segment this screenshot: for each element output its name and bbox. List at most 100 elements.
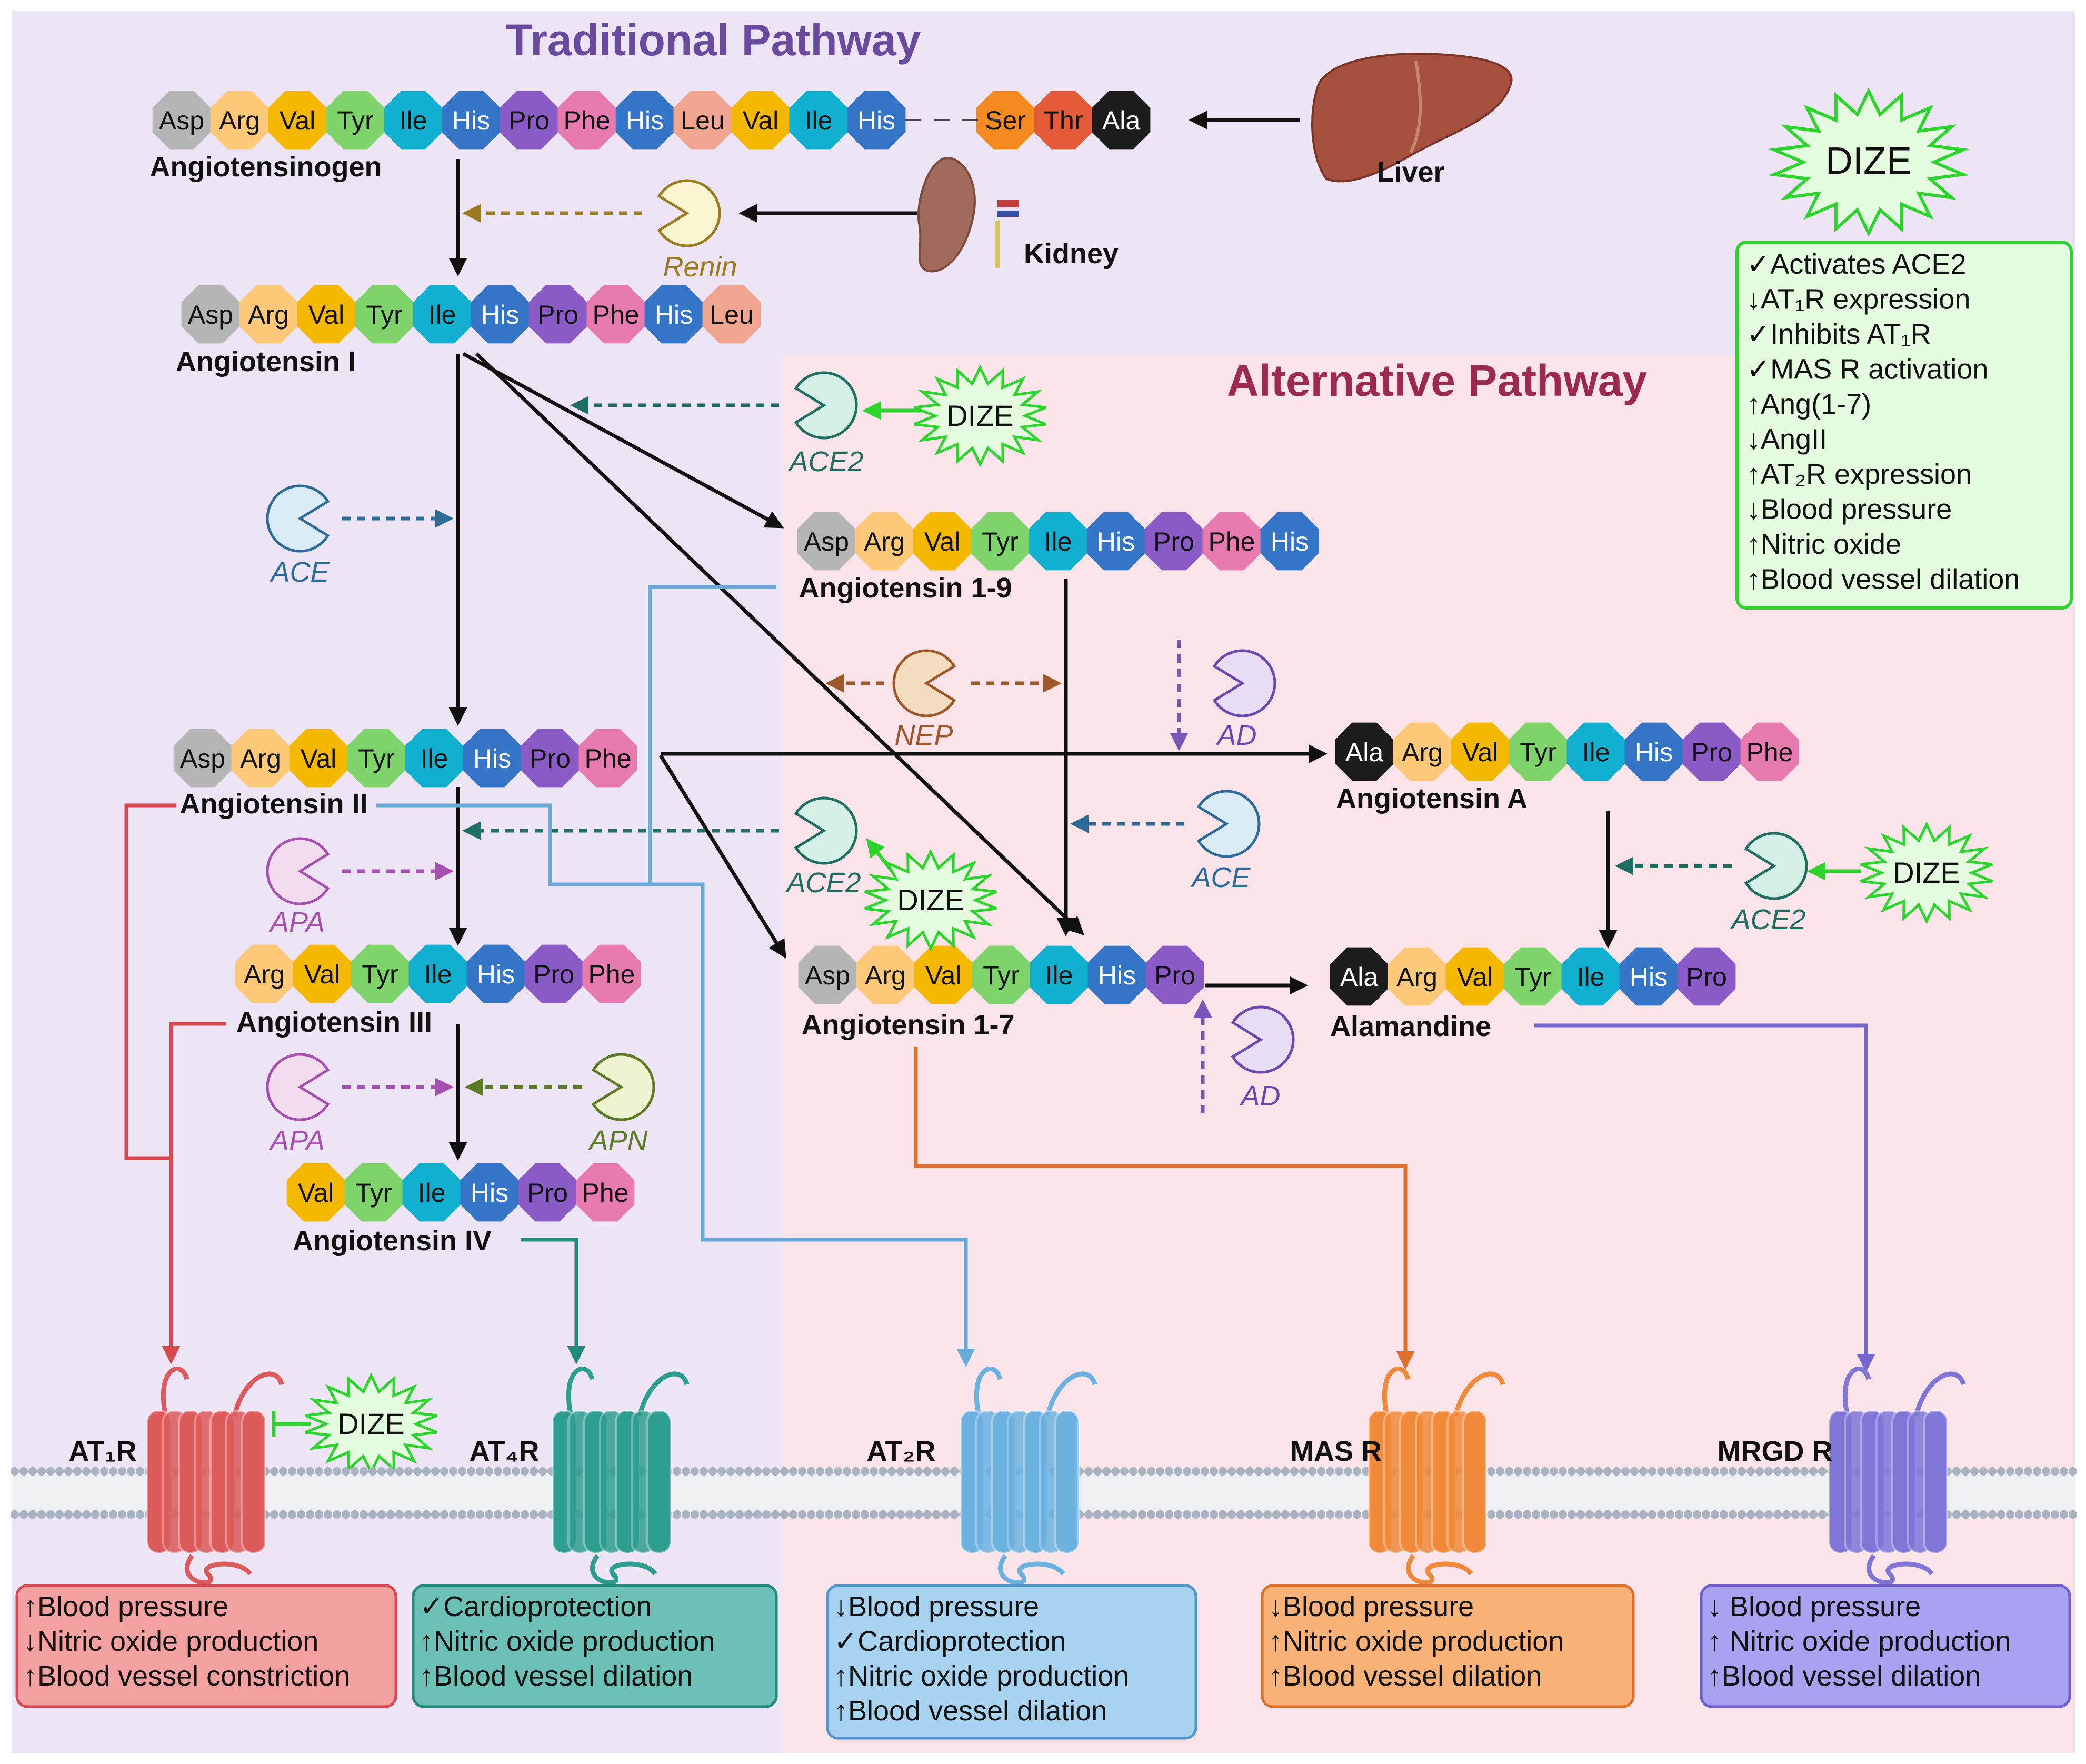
residue-val: Val (289, 729, 348, 788)
residue-label: Thr (1044, 106, 1083, 135)
enzyme-label: ACE2 (785, 867, 861, 899)
enzyme-ace2b-icon: ACE2 (785, 796, 861, 899)
residue-label: Asp (804, 527, 849, 556)
residue-label: Tyr (1520, 738, 1556, 767)
residue-label: Phe (582, 1178, 629, 1208)
dize-effect-item: ✓Inhibits AT₁R (1746, 318, 1931, 350)
alamandine-to-mrgdr-line (1534, 1023, 1875, 1372)
residue-label: Ile (1577, 962, 1605, 992)
ang2-to-at1r-line (124, 803, 181, 1364)
dize-effects-box (1735, 241, 2073, 610)
residue-label: Phe (1746, 738, 1793, 767)
effect-item: ↑Blood vessel constriction (23, 1660, 350, 1692)
residue-label: Ala (1102, 106, 1140, 135)
residue-his: His (1260, 512, 1319, 571)
residue-label: Val (308, 300, 345, 330)
residue-label: Ile (424, 960, 452, 989)
ang2-to-at2r-line (376, 803, 975, 1367)
residue-arg: Arg (856, 945, 915, 1004)
receptor-label: MRGD R (1718, 1436, 1833, 1467)
residue-pro: Pro (518, 1163, 577, 1222)
residue-phe: Phe (1740, 722, 1799, 781)
residue-label: His (471, 1178, 508, 1208)
residue-val: Val (1445, 947, 1504, 1006)
dize-effect-item: ↑Blood vessel dilation (1746, 564, 2020, 595)
residue-label: Ile (418, 1178, 446, 1208)
residue-label: His (1098, 961, 1136, 990)
residue-label: Ile (1044, 527, 1072, 556)
traditional-pathway-title: Traditional Pathway (506, 15, 921, 65)
residue-leu: Leu (673, 91, 732, 150)
receptor-at2r: AT₂R (867, 1367, 1097, 1585)
residue-label: Arg (1396, 962, 1438, 992)
effect-item: ✓Cardioprotection (834, 1626, 1066, 1657)
residue-label: His (1271, 527, 1309, 556)
residue-label: Tyr (983, 961, 1019, 990)
residue-arg: Arg (235, 944, 294, 1003)
residue-label: Arg (248, 300, 289, 330)
residue-label: Leu (710, 300, 753, 330)
residue-ile: Ile (408, 944, 467, 1003)
residue-label: His (473, 744, 511, 773)
residue-label: Pro (1153, 527, 1194, 556)
residue-pro: Pro (524, 944, 583, 1003)
dize-effect-item: ↓AT₁R expression (1746, 284, 1970, 315)
effect-item: ↑Blood vessel dilation (1269, 1660, 1542, 1692)
residue-label: Pro (1691, 738, 1732, 767)
residue-val: Val (297, 285, 356, 344)
residue-tyr: Tyr (344, 1163, 403, 1222)
residue-label: Arg (219, 106, 260, 135)
residue-arg: Arg (1393, 722, 1452, 781)
peptide-name-ang3: Angiotensin III (236, 1006, 432, 1038)
residue-label: Pro (533, 960, 574, 989)
peptide-name-alam: Alamandine (1330, 1011, 1491, 1042)
enzyme-ad1-icon: AD (1212, 649, 1276, 751)
residue-label: Pro (508, 106, 550, 135)
residue-ile: Ile (413, 285, 472, 344)
residue-label: Arg (864, 527, 905, 556)
effect-item: ↑Blood vessel dilation (1708, 1660, 1981, 1692)
residue-pro: Pro (1682, 722, 1741, 781)
residue-ile: Ile (1029, 512, 1087, 571)
residue-ala: Ala (1335, 722, 1394, 781)
dize-label: DIZE (1893, 856, 1960, 889)
enzyme-label: ACE2 (787, 446, 863, 477)
receptor-mrgdr: MRGD R (1718, 1367, 1966, 1585)
residue-phe: Phe (576, 1163, 635, 1222)
residue-his: His (471, 285, 530, 344)
dize-effects-list: ✓Activates ACE2↓AT₁R expression✓Inhibits… (1746, 248, 2020, 595)
residue-label: His (655, 300, 693, 330)
receptor-at1r: AT₁R (68, 1367, 284, 1585)
enzyme-apa2-icon: APA (266, 1053, 330, 1157)
residue-label: Val (301, 744, 337, 773)
residue-label: Pro (1154, 961, 1195, 990)
enzyme-apa1-icon: APA (266, 837, 330, 938)
enzyme-label: ACE (269, 556, 330, 588)
enzyme-renin-icon: Renin (657, 179, 737, 283)
dize-effect-item: ↓AngII (1746, 424, 1827, 455)
dize-label: DIZE (946, 399, 1014, 432)
peptide-name-agt: Angiotensinogen (150, 151, 382, 183)
residue-pro: Pro (528, 285, 587, 344)
residue-label: His (1635, 738, 1673, 767)
residue-tyr: Tyr (1509, 722, 1568, 781)
residue-tyr: Tyr (326, 91, 385, 150)
enzyme-ad2-icon: AD (1231, 1005, 1295, 1112)
residue-thr: Thr (1034, 91, 1093, 150)
effect-item: ↓Blood pressure (834, 1591, 1039, 1622)
residue-arg: Arg (1388, 947, 1446, 1006)
residue-his: His (1086, 512, 1145, 571)
effects-box-mrgdr: ↓ Blood pressure↑ Nitric oxide productio… (1700, 1584, 2071, 1708)
receptor-label: MAS R (1290, 1436, 1382, 1467)
residue-ser: Ser (976, 91, 1035, 150)
residue-label: His (1097, 527, 1135, 556)
residue-his: His (644, 285, 703, 344)
residue-val: Val (731, 91, 790, 150)
residue-label: Asp (180, 744, 225, 773)
dize-main-badge: DIZE (1768, 87, 1969, 237)
residue-pro: Pro (1677, 947, 1736, 1006)
arrow-ang1-to-ang19 (462, 352, 784, 529)
receptor-masr: MAS R (1290, 1367, 1505, 1585)
dize-badge-ace2-top: DIZE (914, 364, 1046, 467)
